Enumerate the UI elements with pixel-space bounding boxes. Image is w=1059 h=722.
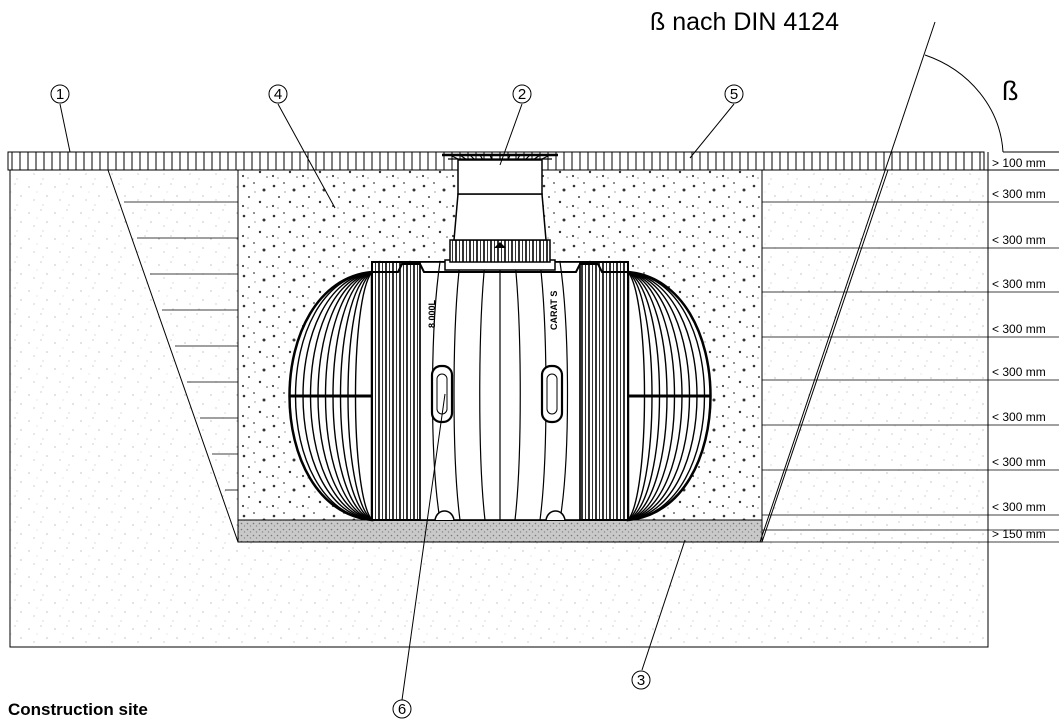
dimension-label: < 300 mm <box>992 365 1046 379</box>
cover-grate <box>442 153 558 161</box>
left-dome-ribs <box>289 272 372 520</box>
layer-lines-left <box>124 201 238 491</box>
dimension-label: < 300 mm <box>992 410 1046 424</box>
callout-1: 1 <box>50 84 70 104</box>
access-shaft <box>442 153 558 271</box>
construction-site-caption: Construction site <box>8 700 148 719</box>
tank-model-label: CARAT S <box>549 291 559 330</box>
angle-beta-label: ß <box>1002 76 1019 106</box>
tank-capacity-label: 8.000L <box>427 299 437 328</box>
bedding-layer <box>237 519 763 543</box>
callout-4: 4 <box>268 84 288 104</box>
callout-number-1: 1 <box>56 86 64 103</box>
dimension-label: < 300 mm <box>992 322 1046 336</box>
angle-arc <box>924 54 1004 153</box>
dimension-label: < 300 mm <box>992 233 1046 247</box>
callout-6: 6 <box>392 699 412 719</box>
callout-3: 3 <box>631 670 651 690</box>
callout-number-3: 3 <box>637 672 645 689</box>
din-standard-label: ß nach DIN 4124 <box>650 8 839 36</box>
callout-5: 5 <box>724 84 744 104</box>
dimension-labels: > 100 mm < 300 mm < 300 mm < 300 mm < 30… <box>992 156 1046 541</box>
callout-2: 2 <box>512 84 532 104</box>
callout-leaders <box>59 103 735 701</box>
slope-right <box>761 169 889 543</box>
dimension-label: < 300 mm <box>992 500 1046 514</box>
callout-number-6: 6 <box>398 701 406 718</box>
dimension-label: < 300 mm <box>992 455 1046 469</box>
layer-lines-right <box>762 201 1059 543</box>
callout-number-5: 5 <box>730 86 738 103</box>
callout-number-4: 4 <box>274 86 282 103</box>
din-angle-line <box>759 21 936 543</box>
dimension-label: > 100 mm <box>992 156 1046 170</box>
dimension-label: > 150 mm <box>992 527 1046 541</box>
right-dome-ribs <box>628 272 711 520</box>
callout-number-2: 2 <box>518 86 526 103</box>
slope-left <box>107 169 239 543</box>
dimension-label: < 300 mm <box>992 187 1046 201</box>
rainwater-tank: 8.000L CARAT S <box>288 261 712 522</box>
dimension-label: < 300 mm <box>992 277 1046 291</box>
